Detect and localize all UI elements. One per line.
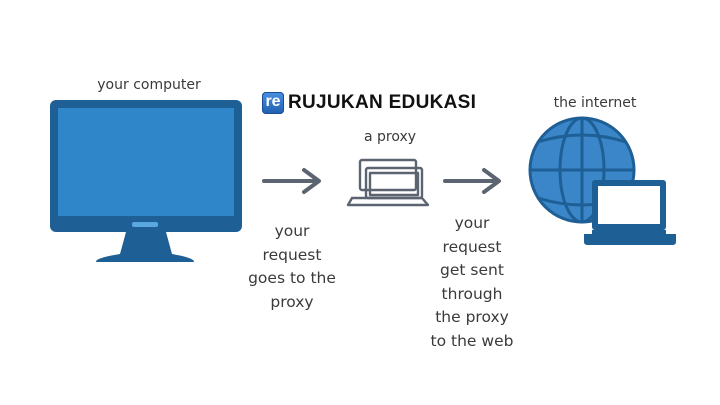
- internet-label: the internet: [553, 95, 637, 111]
- step-line: the proxy: [435, 308, 509, 326]
- step-line: goes to the: [248, 269, 336, 287]
- step-request-to-proxy: your request goes to the proxy: [238, 220, 346, 314]
- step-line: to the web: [430, 331, 514, 350]
- step-proxy-to-web: your request get sent through the proxy …: [414, 212, 530, 353]
- step-line: your: [454, 214, 490, 232]
- step-line: request: [262, 245, 322, 264]
- brand-logo: re: [262, 92, 284, 114]
- computer-label: your computer: [97, 77, 201, 93]
- step-line: get sent: [440, 261, 504, 279]
- step-line: request: [442, 237, 502, 256]
- step-line: proxy: [270, 292, 314, 311]
- step-line: through: [441, 284, 503, 303]
- brand: re RUJUKAN EDUKASI: [262, 92, 476, 114]
- proxy-label: a proxy: [363, 129, 417, 145]
- brand-name: RUJUKAN EDUKASI: [288, 92, 477, 113]
- step-line: your: [274, 222, 310, 240]
